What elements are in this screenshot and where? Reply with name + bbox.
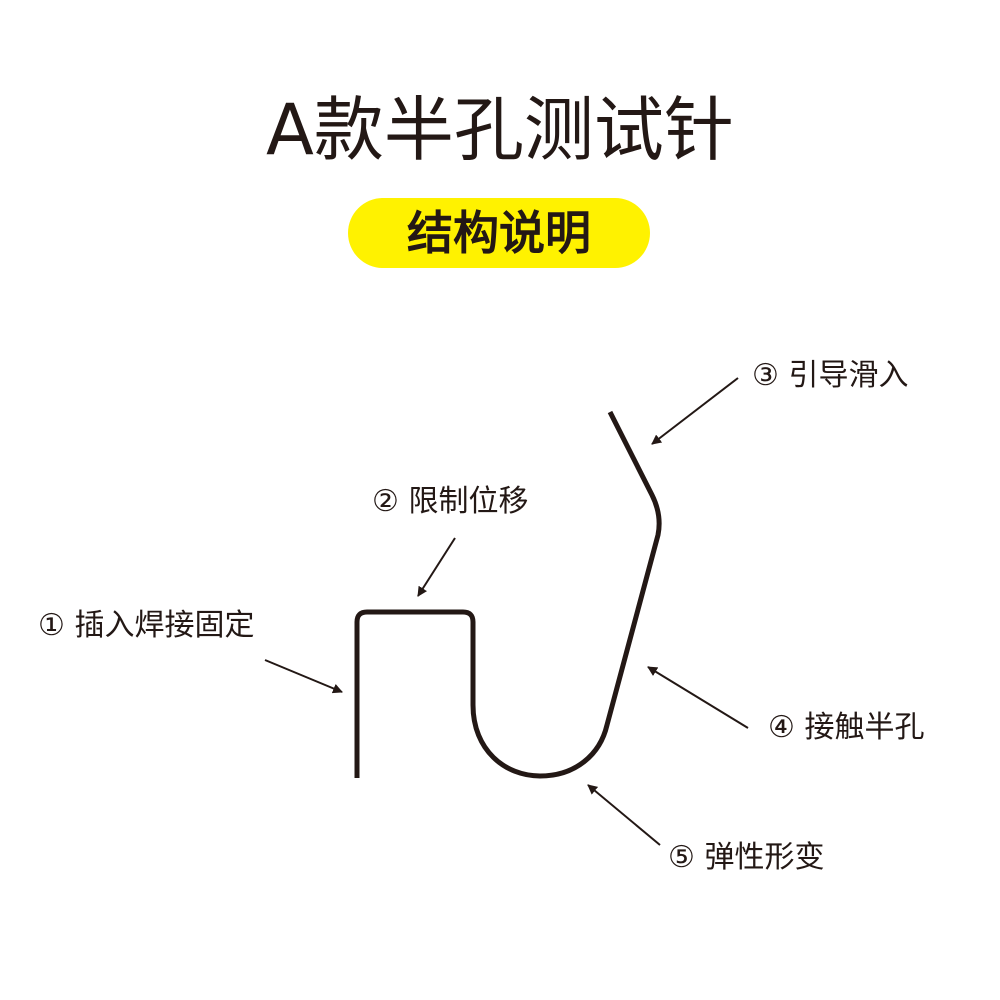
label-number: ① [38, 608, 65, 643]
page-title: A款半孔测试针 [266, 89, 734, 171]
arrow-5 [587, 784, 661, 846]
arrow-1 [264, 659, 343, 694]
label-3: ③ 引导滑入 [752, 358, 908, 394]
label-4: ④ 接触半孔 [768, 710, 924, 746]
label-number: ④ [768, 710, 795, 745]
label-number: ⑤ [668, 840, 695, 875]
arrow-4 [647, 666, 749, 729]
label-2: ② 限制位移 [372, 484, 528, 520]
label-text: 引导滑入 [788, 358, 909, 393]
label-number: ② [372, 484, 399, 519]
label-5: ⑤ 弹性形变 [668, 840, 824, 876]
arrow-2 [417, 537, 456, 597]
label-text: 弹性形变 [704, 840, 825, 875]
label-text: 接触半孔 [804, 710, 925, 745]
arrow-3 [651, 377, 739, 445]
subtitle-badge: 结构说明 [348, 198, 650, 268]
label-1: ① 插入焊接固定 [38, 608, 254, 644]
subtitle-text: 结构说明 [407, 206, 591, 260]
label-text: 插入焊接固定 [74, 608, 255, 643]
label-number: ③ [752, 358, 779, 393]
label-text: 限制位移 [408, 484, 529, 519]
probe-pin-shape [354, 410, 662, 779]
